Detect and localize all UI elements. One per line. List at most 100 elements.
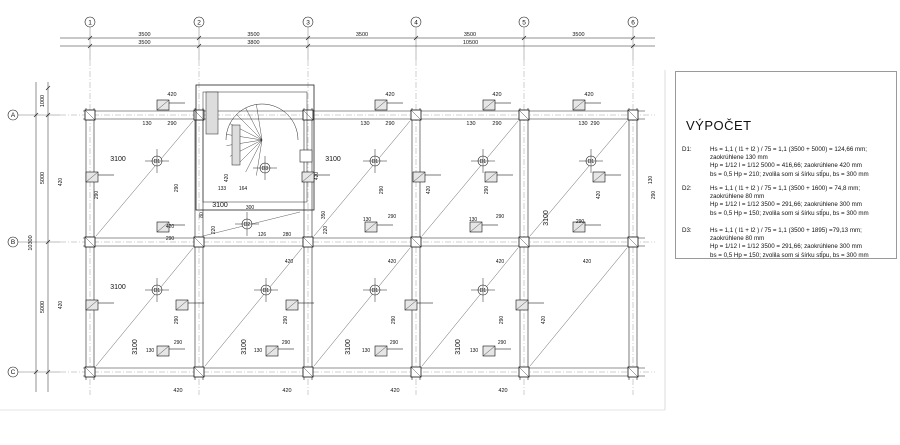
slab-diagonal [313, 247, 411, 367]
section-hatch [572, 99, 586, 111]
span-label: 3100 [132, 339, 139, 355]
slab-diagonal [95, 120, 194, 237]
stair-tread [236, 139, 263, 166]
span-label: 3100 [345, 339, 352, 355]
dimension-tick [45, 369, 51, 375]
dim-label: 350 [321, 211, 327, 220]
calc-item-label: D3: [682, 227, 692, 234]
dim-label: 80 [199, 212, 205, 218]
dimension-tick [87, 35, 93, 41]
beam-depth-label: 420 [166, 224, 175, 230]
dimension-text: 3500 [138, 40, 150, 46]
column-hatch [84, 109, 96, 121]
span-label: 3100 [455, 339, 462, 355]
axis-label-2: 2 [197, 20, 201, 27]
column-hatch [302, 109, 314, 121]
beam-depth-label: 420 [492, 92, 501, 98]
column-hatch [518, 236, 530, 248]
slab-thickness-label: 130 [578, 121, 587, 127]
stair-tread [256, 104, 263, 141]
slab-label: D1 [588, 159, 595, 165]
beam-depth-label: 420 [584, 92, 593, 98]
dim-label: 300 [246, 205, 255, 211]
beam-depth-label: 420 [498, 388, 507, 394]
slab-diagonal [529, 120, 628, 237]
section-hatch [301, 171, 315, 183]
slab-thickness-label: 130 [648, 176, 654, 185]
column-hatch [627, 366, 639, 378]
span-label: 3100 [241, 339, 248, 355]
beam-width-label: 290 [390, 340, 399, 346]
beam-width-label: 290 [651, 191, 657, 200]
dimension-tick [45, 112, 51, 118]
stair-tread [245, 107, 263, 141]
beam-width-label: 290 [590, 121, 599, 127]
column-hatch [302, 366, 314, 378]
slab-diagonal [529, 247, 628, 367]
column-hatch [410, 366, 422, 378]
section-hatch [469, 221, 483, 233]
slab-thickness-label: 130 [362, 348, 371, 354]
beam-depth-label: 420 [58, 301, 64, 310]
stair-tread [245, 139, 263, 173]
span-label: 3100 [212, 202, 228, 209]
dimension-text: 5000 [40, 172, 46, 184]
slab-label: D3 [262, 166, 269, 172]
slab-thickness-label: 130 [466, 121, 475, 127]
span-label: 3100 [110, 156, 126, 163]
dimension-tick [305, 35, 311, 41]
beam-width-label: 290 [167, 121, 176, 127]
dimension-text: 5000 [40, 301, 46, 313]
span-label: 3100 [543, 210, 550, 226]
dim-label: 220 [211, 226, 217, 235]
section-hatch [404, 299, 418, 311]
beam-width-label: 290 [391, 316, 397, 325]
beam-width-label: 290 [379, 186, 385, 195]
beam-width-label: 290 [174, 340, 183, 346]
section-hatch [85, 299, 99, 311]
slab-label: D1 [372, 288, 379, 294]
slab-diagonal [421, 120, 519, 237]
dimension-text: 10300 [28, 235, 34, 250]
beam-depth-label: 420 [167, 92, 176, 98]
slab-thickness-label: 130 [360, 121, 369, 127]
stair-tread [236, 114, 263, 141]
slab-label: D1 [263, 288, 270, 294]
dimension-tick [196, 35, 202, 41]
section-hatch [364, 221, 378, 233]
axis-label-4: 4 [414, 20, 418, 27]
beam-depth-label: 420 [426, 186, 432, 195]
axis-label-5: 5 [522, 20, 526, 27]
beam-depth-label: 420 [496, 259, 505, 265]
dim-label: 280 [283, 232, 292, 238]
axis-label-A: A [11, 112, 16, 119]
section-hatch [374, 345, 388, 357]
section-hatch [156, 345, 170, 357]
calc-item-label: D2: [682, 185, 692, 192]
column-hatch [302, 236, 314, 248]
dimension-text: 3500 [138, 32, 150, 38]
stair-wall [205, 91, 219, 135]
beam-width-label: 290 [484, 186, 490, 195]
beam-width-label: 290 [496, 214, 505, 220]
column-hatch [410, 236, 422, 248]
beam-width-label: 290 [499, 316, 505, 325]
dimension-tick [196, 43, 202, 49]
section-hatch [175, 299, 189, 311]
beam-depth-label: 420 [173, 388, 182, 394]
section-hatch [412, 171, 426, 183]
beam-width-label: 290 [492, 121, 501, 127]
dimension-tick [305, 43, 311, 49]
beam-width-label: 290 [282, 340, 291, 346]
stair-tread [256, 139, 263, 176]
stair-core-inner [202, 91, 308, 203]
beam-depth-label: 420 [314, 172, 320, 181]
calc-line: bs = 0,5 Hp = 210; zvolila som si šírku … [710, 170, 869, 178]
dimension-text: 1000 [40, 95, 46, 107]
column-hatch [518, 366, 530, 378]
slab-label: D2 [244, 222, 251, 228]
column-hatch [84, 366, 96, 378]
calc-line: Hs = 1,1 ( l1 + l2 ) / 75 = 1,1 (3500 + … [710, 227, 862, 234]
slab-thickness-label: 130 [142, 121, 151, 127]
axis-label-3: 3 [306, 20, 310, 27]
